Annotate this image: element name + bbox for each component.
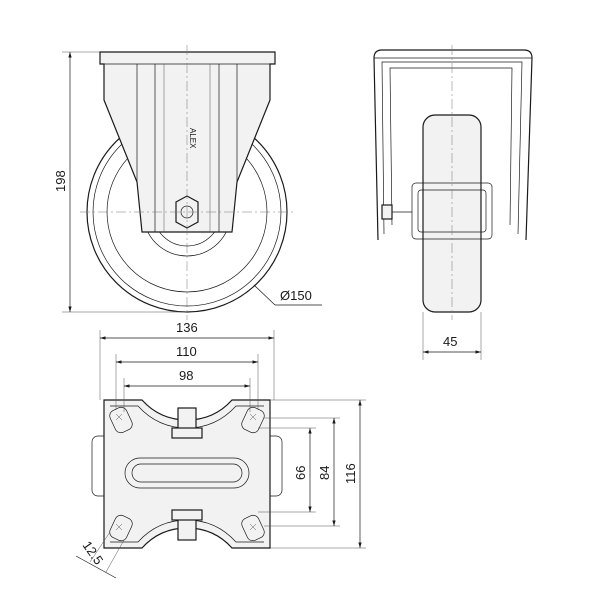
dim-hole-spacing-long: 84 xyxy=(317,466,332,480)
brand-logo: ALEX xyxy=(188,128,197,149)
front-view: ALEX Ø150 198 xyxy=(53,45,322,320)
dim-slot-width: 12.5 xyxy=(80,538,107,567)
dim-hole-spacing-short: 66 xyxy=(293,466,308,480)
dim-wheel-diameter: Ø150 xyxy=(280,288,312,303)
dim-hole-spacing-outer: 110 xyxy=(176,344,197,359)
side-view: 45 xyxy=(373,45,533,360)
dim-plate-width: 136 xyxy=(176,320,198,335)
side-fork-outer xyxy=(373,49,533,241)
plate-view: 136 110 98 66 84 116 12.5 xyxy=(75,320,366,579)
dim-plate-length: 116 xyxy=(343,463,358,484)
dim-wheel-width: 45 xyxy=(443,334,457,349)
dim-height-overall: 198 xyxy=(53,170,68,192)
center-slot xyxy=(124,457,250,489)
dim-hole-spacing-inner: 98 xyxy=(179,368,193,383)
